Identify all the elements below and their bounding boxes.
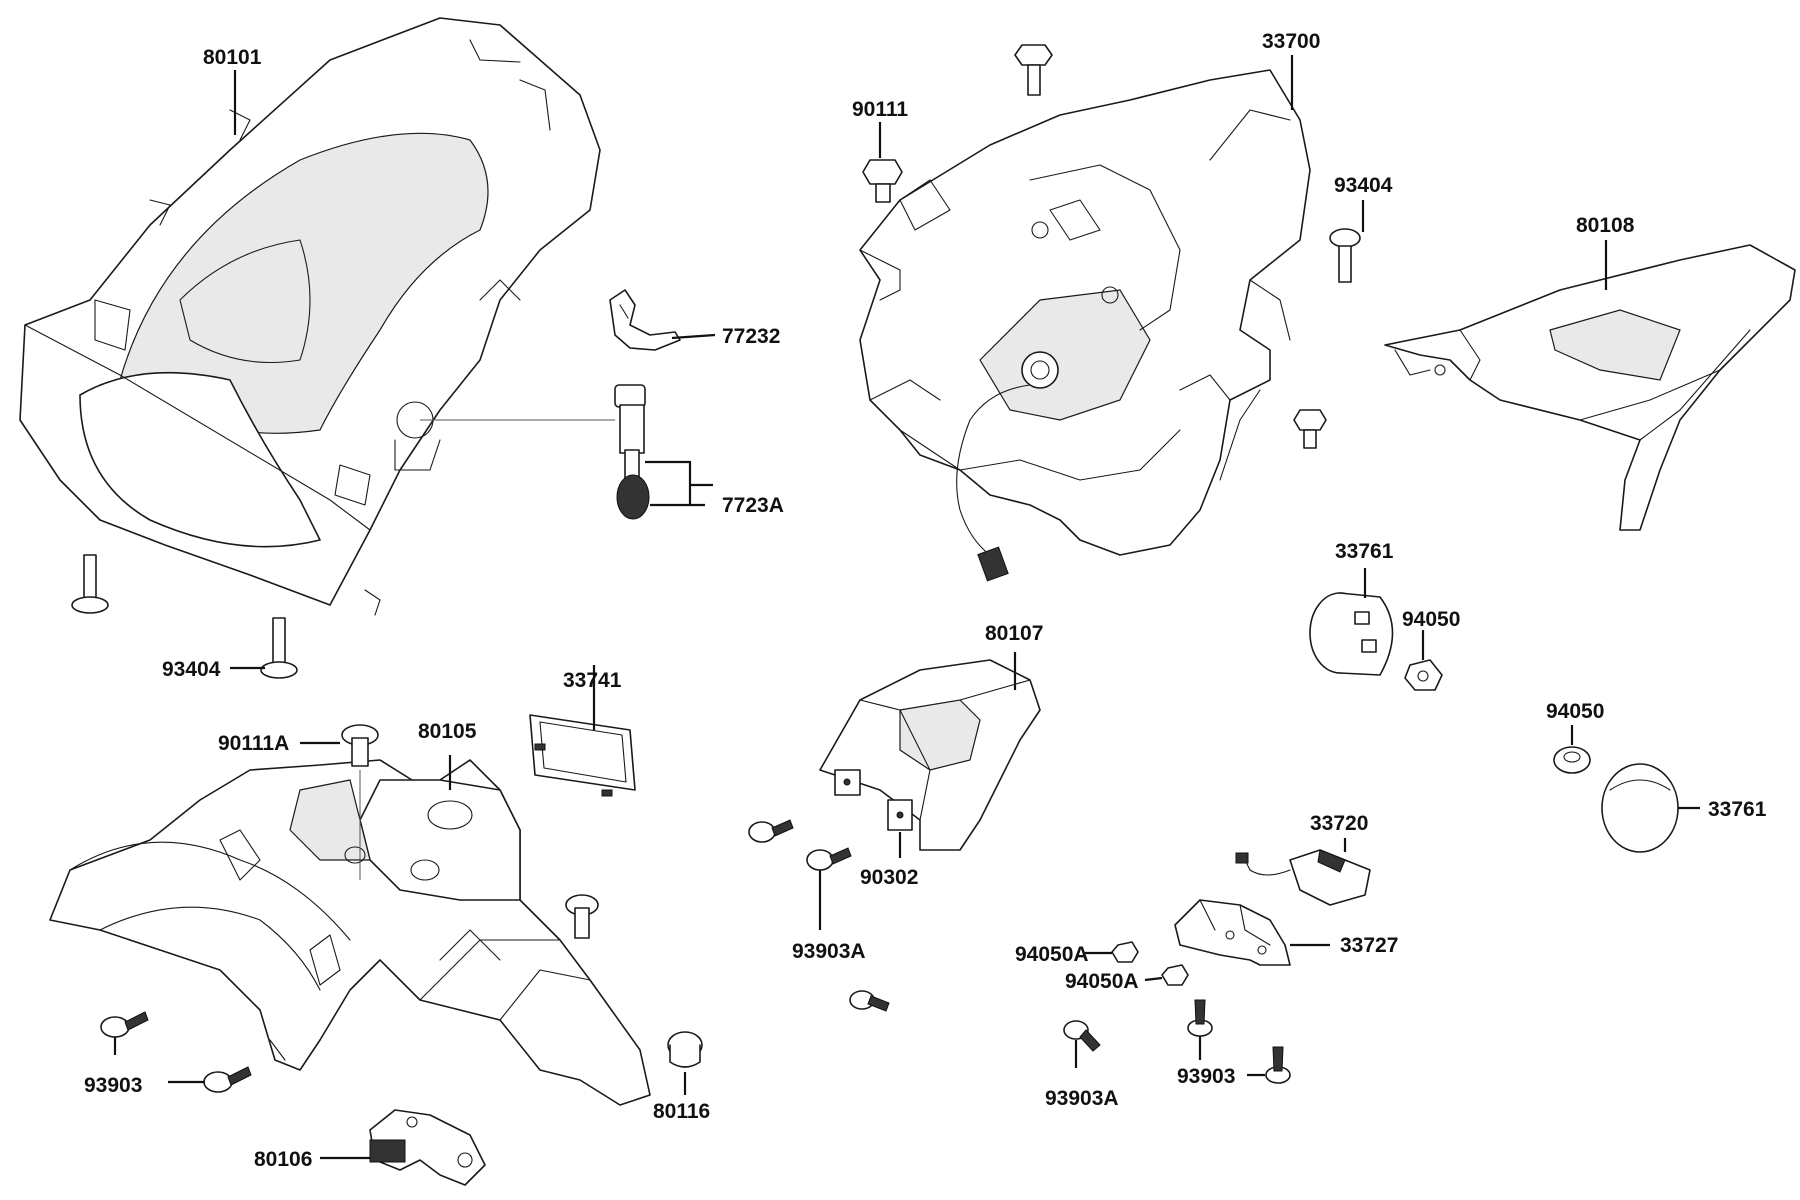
leader-lines xyxy=(113,55,1700,1160)
part-80116-grommet xyxy=(667,1031,703,1068)
label-90302: 90302 xyxy=(860,866,918,889)
nut-94050-right xyxy=(1553,746,1591,774)
bolt-33700-lower xyxy=(1293,409,1327,449)
screw-90111A xyxy=(341,724,379,767)
label-33720: 33720 xyxy=(1310,812,1368,835)
nut-94050A-2 xyxy=(1161,964,1189,986)
bolt-90111 xyxy=(862,159,903,203)
label-80116: 80116 xyxy=(653,1100,710,1123)
part-33727-light-bracket xyxy=(1174,899,1291,966)
nut-94050-top xyxy=(1404,659,1443,691)
label-33700: 33700 xyxy=(1262,30,1320,53)
part-80106-plate xyxy=(369,1109,486,1186)
label-7723A: 7723A xyxy=(722,494,784,517)
bolt-top-center xyxy=(1014,44,1053,96)
label-93903A-bottom: 93903A xyxy=(1045,1087,1119,1110)
part-33700-tail-light-assembly xyxy=(859,69,1311,556)
label-94050A-2: 94050A xyxy=(1065,970,1139,993)
label-93404-left: 93404 xyxy=(162,658,221,681)
label-93903-right: 93903 xyxy=(1177,1065,1235,1088)
label-93404-right: 93404 xyxy=(1334,174,1393,197)
screw-93903-left-b xyxy=(203,1066,252,1093)
part-7723A-lock-key xyxy=(614,384,650,520)
part-80105-rear-fender xyxy=(49,759,651,1106)
part-80107-license-bracket xyxy=(819,659,1041,851)
label-80107: 80107 xyxy=(985,622,1043,645)
bolt-93404-left-b xyxy=(260,617,298,679)
label-94050A-1: 94050A xyxy=(1015,943,1089,966)
bolt-93404-right xyxy=(1329,228,1361,283)
label-90111: 90111 xyxy=(852,98,908,121)
label-80108: 80108 xyxy=(1576,214,1635,237)
tail-light-wire-connector xyxy=(956,384,1031,582)
label-77232: 77232 xyxy=(722,325,780,348)
label-33761-top: 33761 xyxy=(1335,540,1394,563)
part-33761-reflector-right xyxy=(1601,763,1679,853)
screw-93903-right-a xyxy=(1187,999,1213,1037)
part-33741-reflector xyxy=(529,714,636,797)
label-33761-right: 33761 xyxy=(1708,798,1767,821)
bolt-93404-left-a xyxy=(71,554,109,614)
part-77232-bracket xyxy=(609,289,681,351)
part-labels: 80101 77232 7723A 93404 90111A 80105 337… xyxy=(84,30,1767,1171)
label-94050-top: 94050 xyxy=(1402,608,1460,631)
label-93903-left: 93903 xyxy=(84,1074,142,1097)
label-33741: 33741 xyxy=(563,669,622,692)
label-80105: 80105 xyxy=(418,720,477,743)
screw-93903-right-b xyxy=(1265,1046,1291,1084)
part-33720-license-light xyxy=(1235,849,1371,906)
label-33727: 33727 xyxy=(1340,934,1398,957)
screw-93903-left-a xyxy=(100,1011,149,1038)
screw-center-bottom xyxy=(849,990,890,1012)
part-80108-cover xyxy=(1384,244,1796,531)
nut-94050A-1 xyxy=(1111,941,1139,963)
label-90111A: 90111A xyxy=(218,732,289,755)
screw-center-a xyxy=(748,819,794,843)
screw-93903A-bottom xyxy=(1063,1020,1101,1052)
label-80101: 80101 xyxy=(203,46,262,69)
part-80101-inner-fender xyxy=(19,17,601,616)
label-94050-right: 94050 xyxy=(1546,700,1604,723)
label-93903A-center: 93903A xyxy=(792,940,866,963)
screw-93903A-center xyxy=(806,847,852,871)
screw-fender-side xyxy=(565,894,599,939)
part-33761-reflector-top xyxy=(1309,592,1394,676)
label-80106: 80106 xyxy=(254,1148,312,1171)
